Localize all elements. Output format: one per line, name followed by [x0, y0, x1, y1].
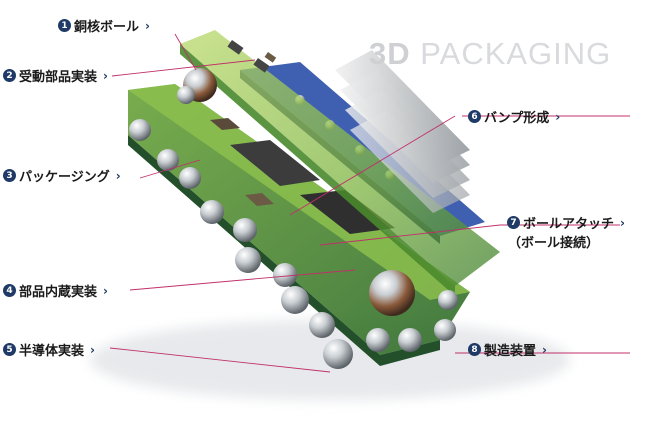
leader-lines: [109, 33, 630, 373]
label-embedded-component-mounting[interactable]: 4 部品内蔵実装 ›: [3, 281, 108, 300]
label-text: 受動部品実装: [19, 70, 98, 85]
label-text: パッケージング: [19, 170, 110, 185]
number-badge-5: 5: [3, 343, 16, 356]
number-badge-7: 7: [507, 216, 520, 229]
label-semiconductor-mounting[interactable]: 5 半導体実装 ›: [3, 340, 95, 359]
number-badge-1: 1: [58, 19, 71, 32]
chevron-right-icon: ›: [103, 68, 108, 83]
number-badge-3: 3: [3, 169, 16, 182]
label-text: 製造装置: [484, 344, 537, 359]
3d-packaging-watermark: 3D PACKAGING: [369, 36, 611, 72]
number-badge-6: 6: [468, 110, 481, 123]
bottom-solder-balls: [129, 119, 456, 369]
watermark-packaging: PACKAGING: [420, 36, 612, 71]
chevron-right-icon: ›: [115, 168, 121, 183]
label-copper-core-ball[interactable]: 1 銅核ボール ›: [58, 16, 150, 35]
label-manufacturing-equipment[interactable]: 8 製造装置 ›: [468, 340, 547, 359]
chevron-right-icon: ›: [103, 283, 108, 298]
label-text: ボールアタッチ: [523, 217, 615, 232]
top-board: [180, 30, 500, 296]
label-passive-component-mounting[interactable]: 2 受動部品実装 ›: [3, 66, 108, 85]
chevron-right-icon: ›: [145, 18, 150, 33]
chevron-right-icon: ›: [90, 342, 95, 357]
label-text: バンプ形成: [484, 111, 550, 126]
chevron-right-icon: ›: [542, 342, 547, 357]
label-packaging[interactable]: 3 パッケージング ›: [3, 166, 121, 185]
label-ball-attach[interactable]: 7 ボールアタッチ ›: [507, 213, 625, 232]
label-text: 部品内蔵実装: [19, 285, 98, 300]
label-text: 半導体実装: [19, 344, 85, 359]
number-badge-8: 8: [468, 343, 481, 356]
number-badge-2: 2: [3, 69, 16, 82]
chevron-right-icon: ›: [620, 215, 625, 230]
number-badge-4: 4: [3, 284, 16, 297]
chevron-right-icon: ›: [555, 109, 561, 124]
watermark-3d: 3D: [369, 36, 411, 71]
label-text: 銅核ボール: [74, 20, 140, 35]
label-bump-formation[interactable]: 6 バンプ形成 ›: [468, 107, 560, 126]
label-ball-connection-note: （ボール接続）: [508, 236, 600, 251]
copper-core-balls: [177, 68, 458, 316]
